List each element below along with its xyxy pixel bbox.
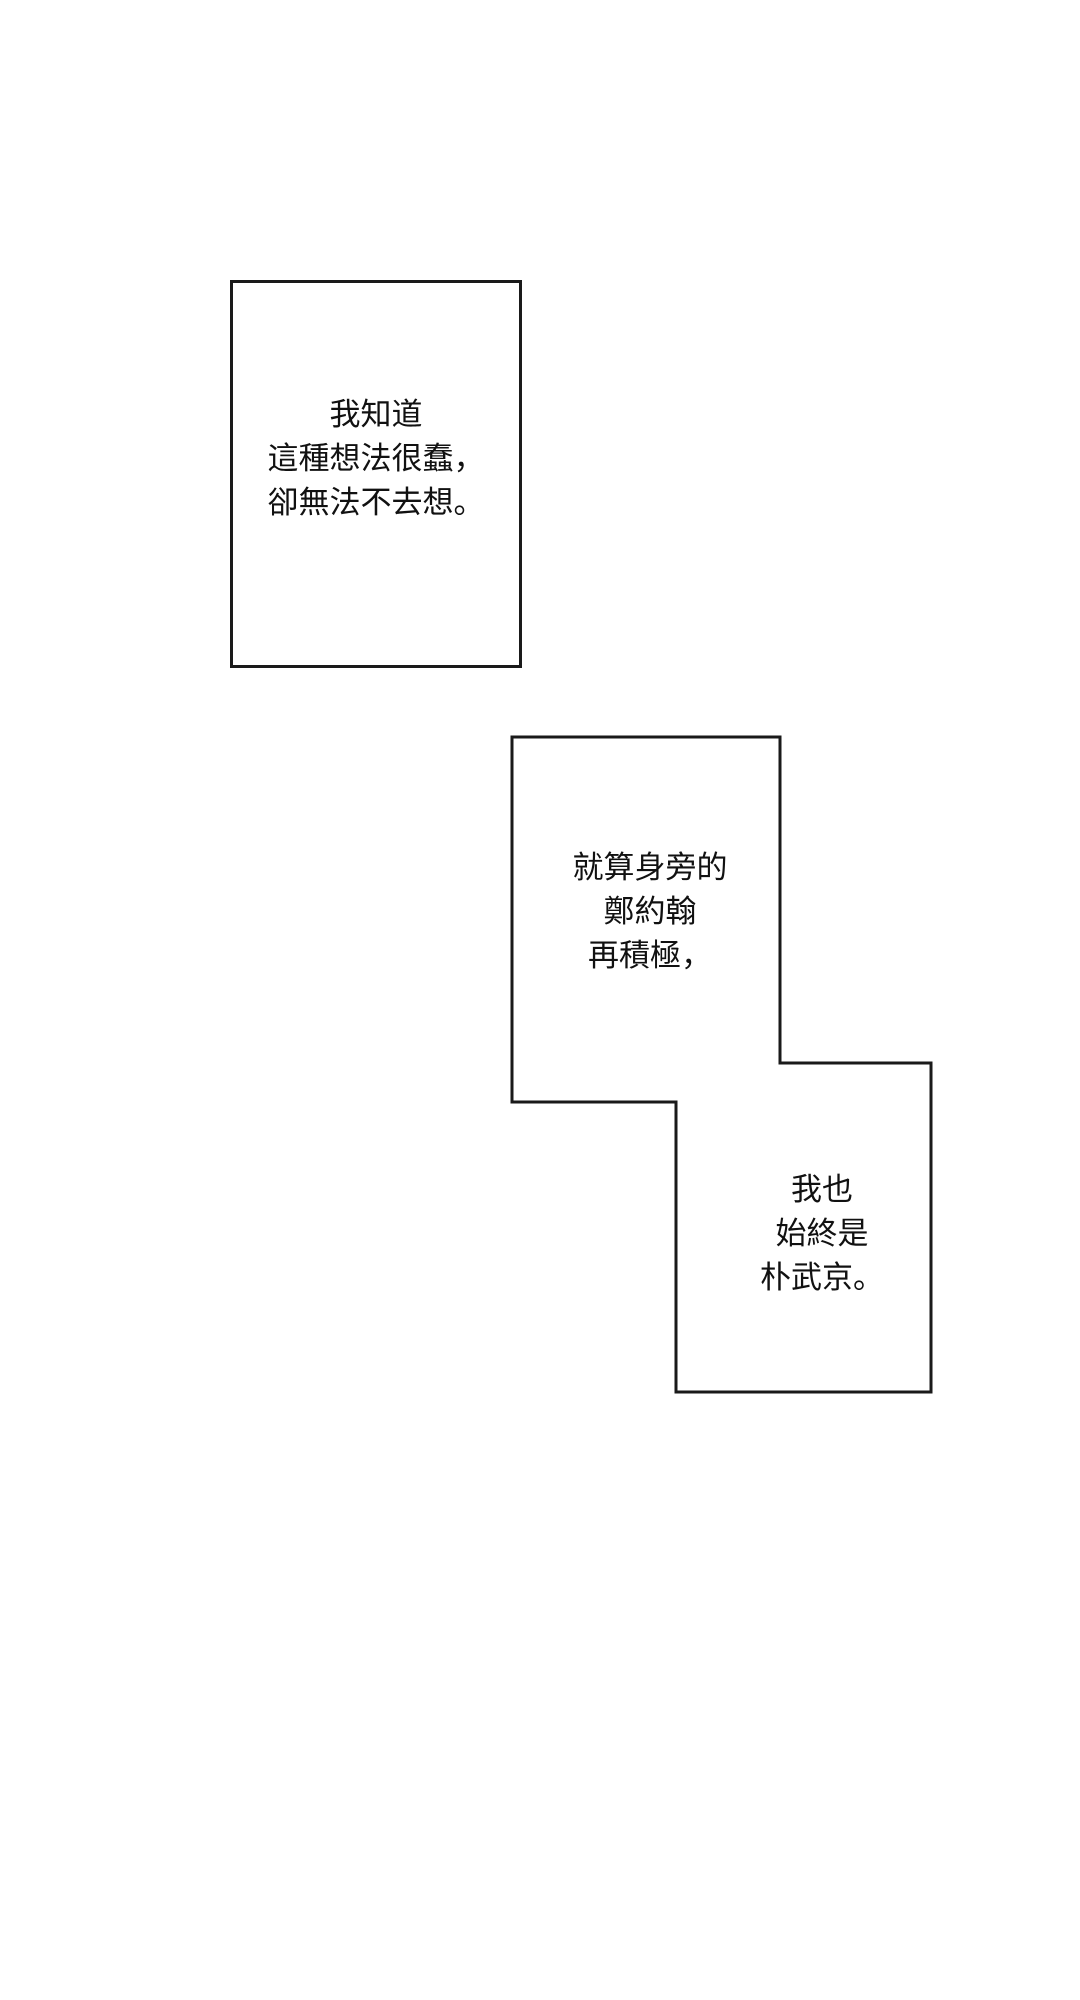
caption-3-line-3: 朴武京。 (760, 1260, 884, 1296)
caption-2-line-2: 鄭約翰 (603, 894, 697, 930)
caption-1-line-3: 卻無法不去想。 (267, 485, 485, 521)
caption-text-1: 我知道 這種想法很蠢， 卻無法不去想。 (233, 393, 519, 525)
caption-3-line-2: 始終是 (775, 1216, 869, 1252)
caption-1-line-1: 我知道 (329, 397, 423, 433)
caption-box-1: 我知道 這種想法很蠢， 卻無法不去想。 (230, 280, 522, 668)
caption-text-2: 就算身旁的 鄭約翰 再積極， (540, 846, 760, 978)
caption-2-line-3: 再積極， (588, 938, 712, 974)
caption-1-line-2: 這種想法很蠢， (267, 441, 485, 477)
caption-text-3: 我也 始終是 朴武京。 (722, 1168, 922, 1300)
caption-2-line-1: 就算身旁的 (572, 850, 728, 886)
caption-3-line-1: 我也 (791, 1172, 853, 1208)
